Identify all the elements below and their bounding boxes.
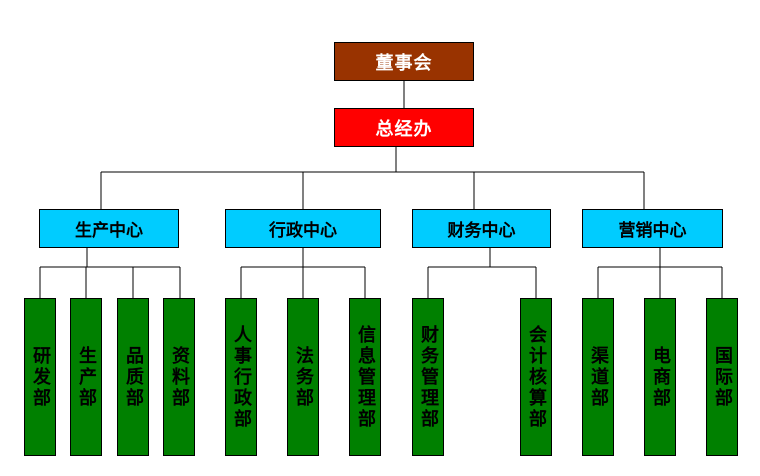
dept-rnd: 研发部 (24, 298, 56, 456)
dept-quality: 品质部 (117, 298, 149, 456)
dept-it: 信息管理部 (349, 298, 381, 456)
dept-documentation: 资料部 (163, 298, 195, 456)
dept-channels: 渠道部 (582, 298, 614, 456)
dept-ecommerce: 电商部 (644, 298, 676, 456)
dept-international: 国际部 (706, 298, 738, 456)
center-marketing: 营销中心 (582, 209, 723, 248)
dept-production: 生产部 (70, 298, 102, 456)
center-administration: 行政中心 (225, 209, 381, 248)
dept-accounting: 会计核算部 (520, 298, 552, 456)
center-production: 生产中心 (39, 209, 179, 248)
board-box: 董事会 (334, 42, 474, 81)
dept-legal: 法务部 (287, 298, 319, 456)
executive-office-box: 总经办 (334, 108, 474, 147)
dept-hr-admin: 人事行政部 (225, 298, 257, 456)
center-finance: 财务中心 (412, 209, 551, 248)
dept-financial-management: 财务管理部 (412, 298, 444, 456)
